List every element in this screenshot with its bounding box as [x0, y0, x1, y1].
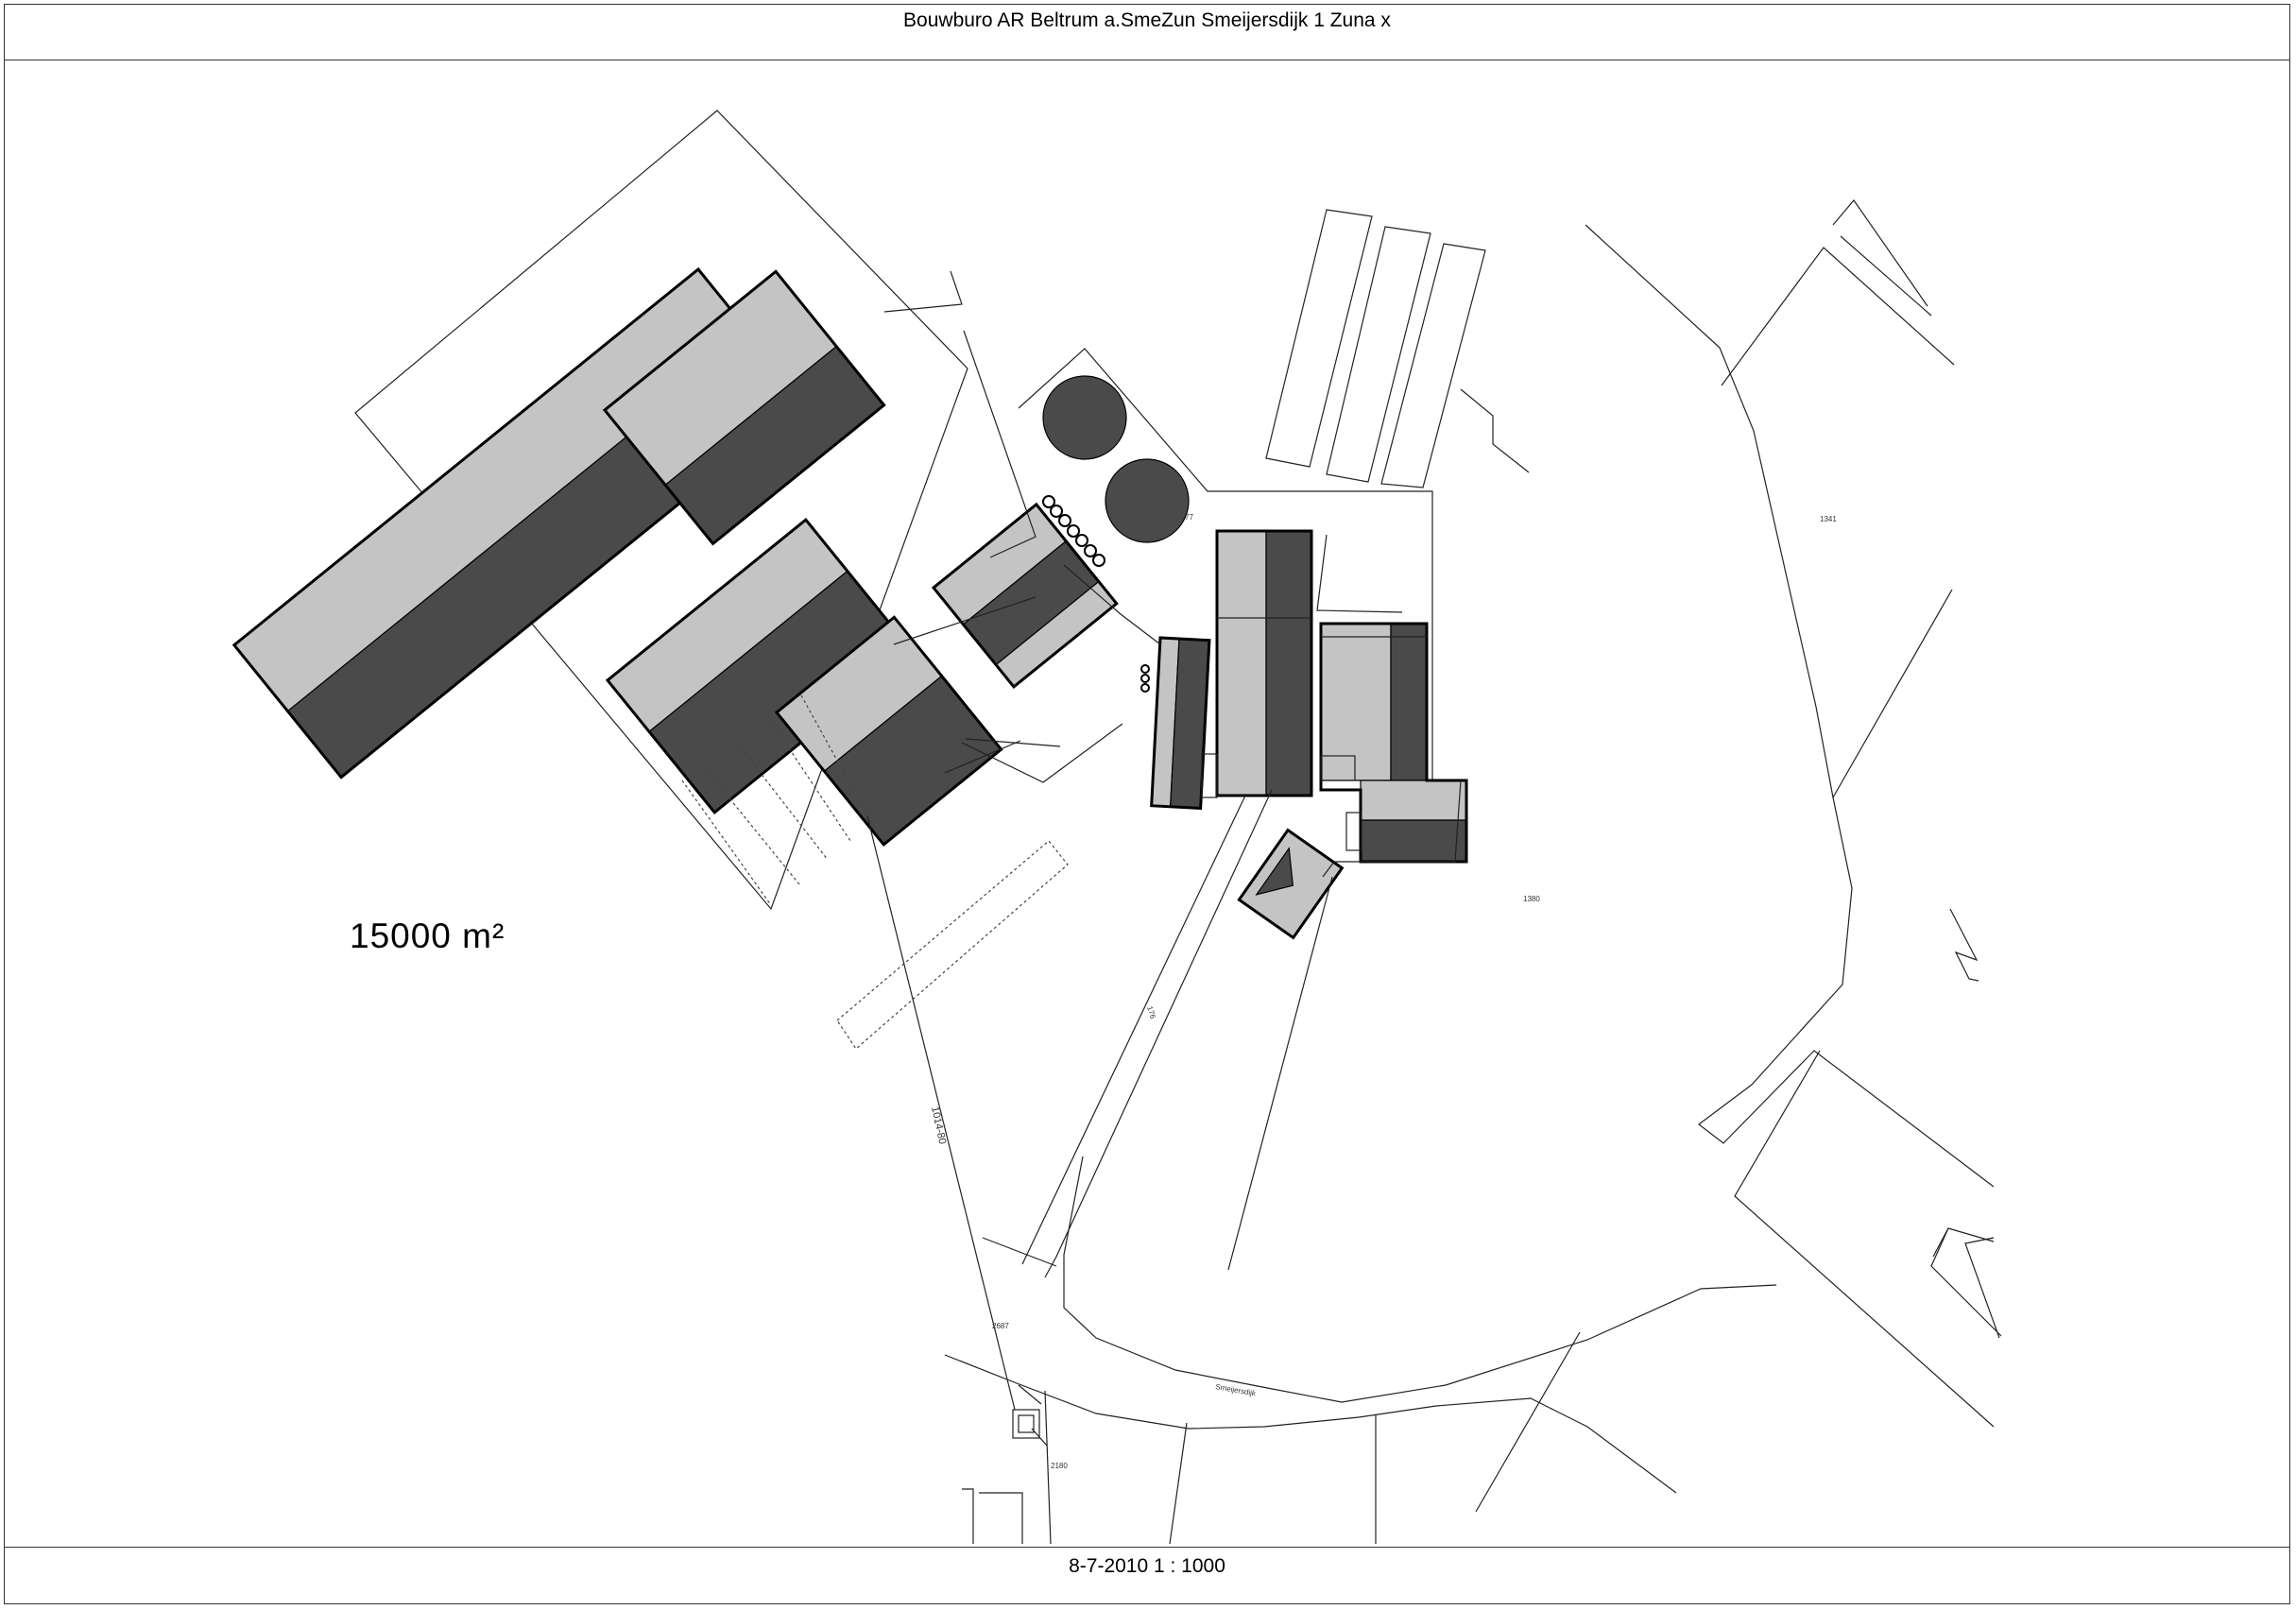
measure-line: [866, 815, 1016, 1411]
small-silos: [1140, 664, 1150, 693]
stable-5: [931, 502, 1119, 690]
manure-tank-2: [1105, 458, 1190, 543]
drawing-frame: [4, 4, 2290, 1604]
stable-2: [602, 269, 886, 546]
parcel-label-77: 77: [1185, 513, 1193, 522]
site-lines: [883, 270, 1530, 783]
barn-a: [1150, 636, 1211, 811]
field-strips: [1265, 209, 1486, 488]
area-label: 15000 m²: [350, 916, 505, 955]
measure-label: 1014-80: [929, 1105, 948, 1145]
parcel-label-1341: 1341: [1820, 515, 1837, 523]
road: [944, 789, 1777, 1545]
drawing-title: Bouwburo AR Beltrum a.SmeZun Smeijersdij…: [903, 9, 1391, 31]
parking-area: [836, 840, 1069, 1050]
small-house: [1237, 828, 1345, 940]
driveway-lines: [944, 740, 1021, 774]
manure-tank-1: [1042, 375, 1127, 460]
parcel-label-1380: 1380: [1523, 895, 1540, 903]
bottom-parcels: [962, 1390, 1052, 1545]
feed-silos: [1042, 495, 1105, 567]
stable-3: [605, 517, 916, 814]
barn-c: [1319, 622, 1468, 864]
title-bar: Bouwburo AR Beltrum a.SmeZun Smeijersdij…: [4, 4, 2290, 60]
barn-b: [1201, 529, 1313, 798]
stable-4: [774, 615, 1003, 847]
date-scale: 8-7-2010 1 : 1000: [1069, 1555, 1225, 1577]
parcel-label-2687: 2687: [992, 1322, 1009, 1330]
parking-lines: [681, 694, 872, 906]
tank-enclosure: [1018, 348, 1433, 780]
project-boundary: [354, 110, 968, 911]
parcel-label-2180: 2180: [1051, 1462, 1068, 1470]
parcel-label-176: 176: [1145, 1005, 1157, 1020]
small-outbuilding: [1012, 1409, 1048, 1447]
right-parcels: [1227, 199, 2002, 1428]
footer-bar: 8-7-2010 1 : 1000: [4, 1547, 2290, 1604]
